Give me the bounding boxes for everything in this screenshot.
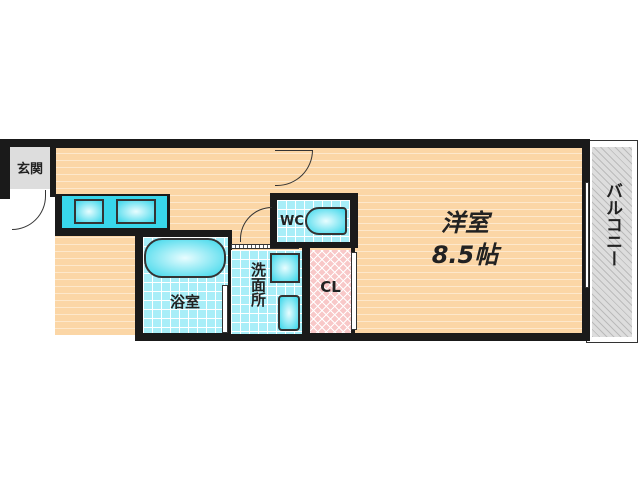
wall-genkan <box>0 139 10 199</box>
wall-genkan-right <box>50 139 56 197</box>
genkan <box>10 147 50 189</box>
wall-bottom <box>135 333 590 341</box>
western-room-label: 洋室 <box>441 209 489 237</box>
closet <box>310 250 351 333</box>
closet-label: CL <box>320 278 341 296</box>
washroom-label: 洗面所 <box>249 262 267 307</box>
stove-icon <box>74 199 104 224</box>
bathtub-icon <box>144 238 226 278</box>
balcony <box>592 147 632 337</box>
washbasin-icon <box>278 295 300 331</box>
genkan-label: 玄関 <box>16 162 43 177</box>
closet-door[interactable] <box>351 252 357 330</box>
western-room-size: 8.5帖 <box>431 241 499 269</box>
wall-top <box>0 139 590 148</box>
sink-icon <box>116 199 156 224</box>
toilet-icon <box>305 207 347 235</box>
wc-label: WC <box>280 214 304 229</box>
wall-wash-cl <box>302 248 310 340</box>
bath-door[interactable] <box>222 285 228 333</box>
entrance-door[interactable] <box>12 190 46 230</box>
balcony-window[interactable] <box>585 182 589 288</box>
washing-machine-icon <box>270 253 300 283</box>
balcony-label: バルコニー <box>602 182 622 267</box>
bath-label: 浴室 <box>169 293 200 311</box>
